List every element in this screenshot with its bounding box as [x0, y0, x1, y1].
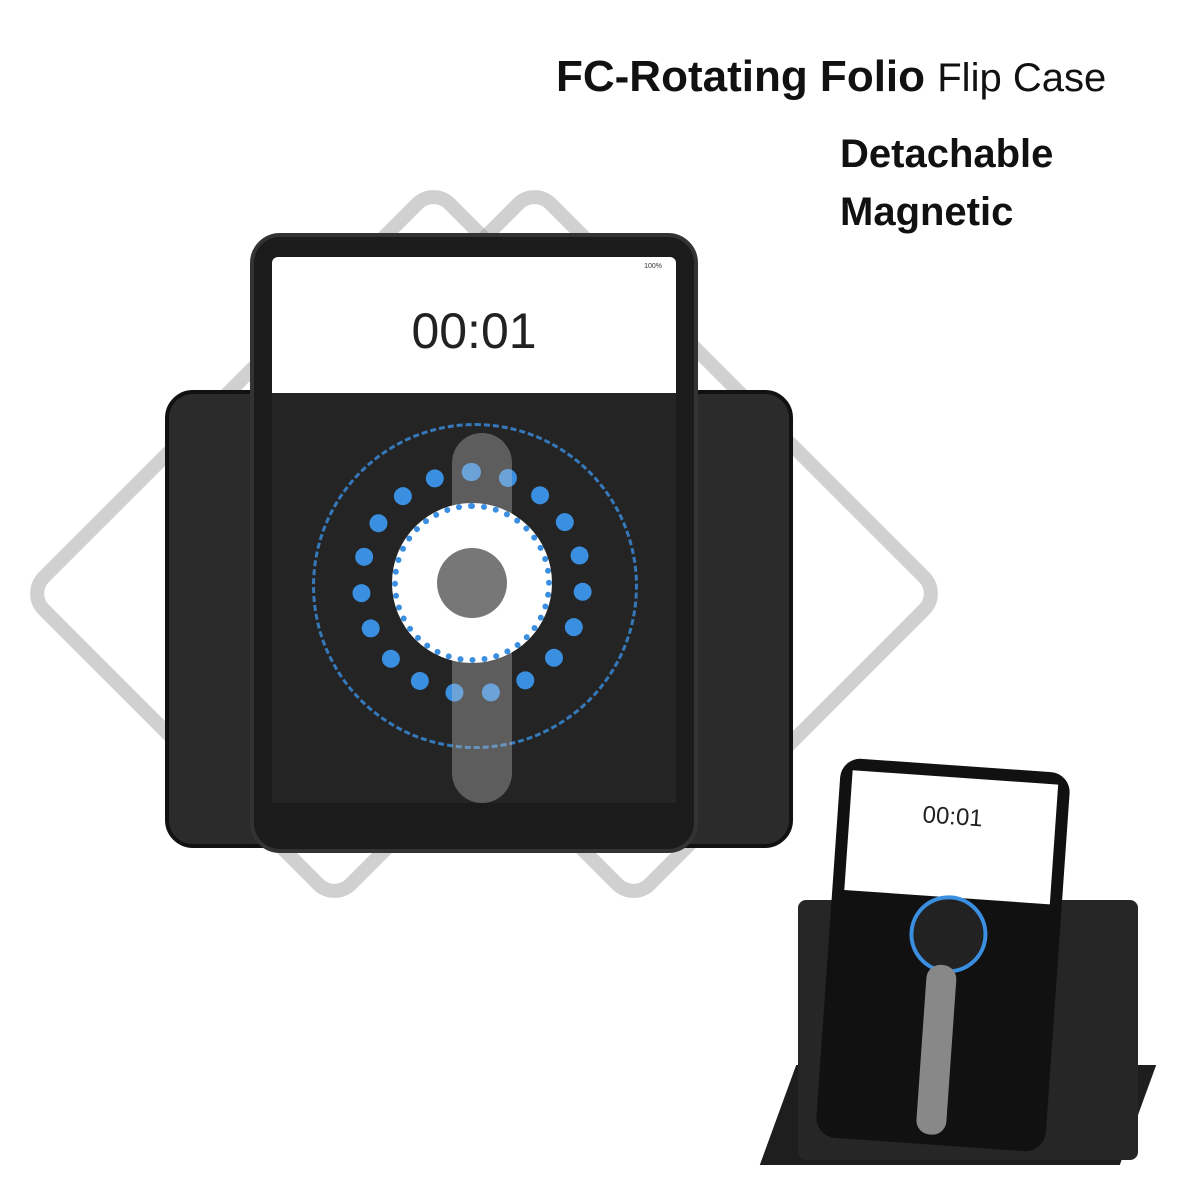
title-light: Flip Case — [937, 56, 1107, 100]
feature-magnetic: Magnetic — [840, 190, 1014, 234]
magnetic-puck-icon — [906, 892, 991, 976]
clock-time: 00:01 — [411, 303, 537, 359]
magnetic-strip — [915, 963, 958, 1136]
battery-status: 100% — [644, 263, 662, 270]
tablet-screen: 100% 00:01 — [272, 257, 676, 393]
rotation-arrows-icon — [312, 423, 638, 749]
small-clock-time: 00:01 — [921, 801, 984, 833]
small-tablet-stand: 00:01 — [759, 757, 1157, 1175]
title-bold: FC-Rotating Folio — [556, 52, 926, 101]
product-title: FC-Rotating Folio Flip Case — [556, 52, 1106, 102]
case-back — [272, 393, 676, 803]
rotation-hub-icon — [437, 548, 507, 618]
feature-detachable: Detachable — [840, 132, 1054, 176]
small-screen: 00:01 — [844, 770, 1059, 905]
main-tablet: 100% 00:01 — [250, 233, 698, 853]
small-tablet: 00:01 — [815, 757, 1071, 1153]
